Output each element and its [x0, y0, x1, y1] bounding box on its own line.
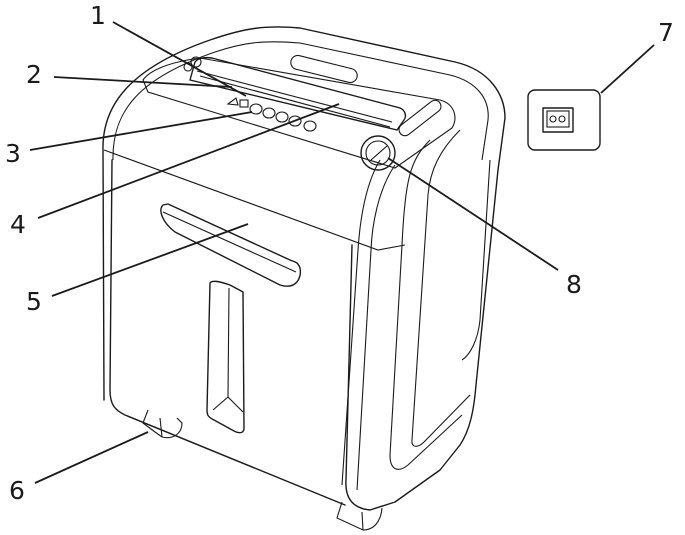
- rotary-knob-inner: [365, 140, 391, 166]
- power-switch-symbol: [558, 115, 566, 123]
- rear-caster-line: [361, 511, 364, 531]
- side-top-recess: [398, 99, 442, 137]
- bin-window-bevel: [212, 287, 244, 413]
- callout-6: 6: [9, 476, 25, 505]
- side-panel-line5: [461, 159, 491, 361]
- callout-2: 2: [26, 60, 42, 89]
- callout-5: 5: [26, 287, 42, 316]
- front-caster-line: [159, 417, 163, 438]
- callout-4: 4: [10, 210, 26, 239]
- leader-line-1: [112, 21, 247, 97]
- callout-7: 7: [658, 18, 674, 47]
- power-switch-rocker: [546, 110, 570, 128]
- side-panel-line2: [356, 164, 396, 491]
- power-switch-symbol: [549, 115, 557, 123]
- top-panel: [142, 57, 456, 169]
- power-switch-inset: [527, 89, 601, 151]
- leader-line-2: [53, 76, 233, 88]
- front-handle-slot: [160, 203, 302, 287]
- bin-window: [206, 280, 245, 434]
- leader-line-3: [29, 111, 253, 151]
- leader-line-7: [600, 44, 655, 94]
- front-top-edge: [103, 149, 406, 251]
- side-panel-line3: [389, 139, 463, 470]
- front-caster: [142, 409, 183, 439]
- rotary-knob-outer: [360, 135, 396, 171]
- body-outline: [102, 26, 506, 511]
- rotary-knob-indicator: [370, 145, 388, 161]
- leader-line-5: [51, 223, 249, 297]
- leader-line-6: [34, 431, 149, 484]
- control-panel-buttons: [226, 97, 317, 132]
- top-rim: [112, 41, 489, 161]
- callout-3: 3: [5, 139, 21, 168]
- rear-caster: [336, 501, 383, 531]
- front-handle-inner: [162, 211, 297, 273]
- slot-indicator-circle: [190, 56, 202, 68]
- front-face: [109, 159, 346, 506]
- callout-1: 1: [90, 1, 106, 30]
- leader-line-4: [37, 103, 340, 219]
- callout-8: 8: [566, 270, 582, 299]
- paper-feed-slot-inner: [196, 70, 393, 128]
- power-switch-housing: [542, 107, 574, 133]
- top-handle-recess: [290, 54, 358, 84]
- leader-line-8: [387, 157, 559, 271]
- side-panel-line4: [411, 129, 471, 447]
